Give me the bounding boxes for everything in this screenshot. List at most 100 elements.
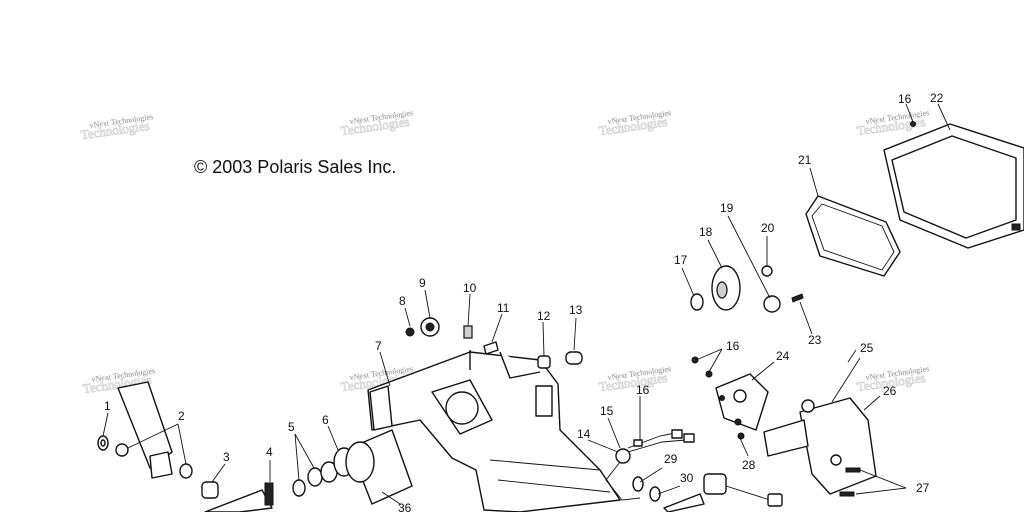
watermark: Technologies vNext Technologies (855, 108, 929, 138)
part-sleeve-end (345, 441, 375, 483)
watermark: Technologies vNext Technologies (79, 112, 153, 142)
part-cap (201, 481, 219, 499)
callout-14: 14 (577, 427, 591, 441)
part-washer-hole (100, 439, 106, 447)
leader-lines (102, 103, 951, 505)
callout-12: 12 (537, 309, 551, 323)
callout-21: 21 (798, 153, 812, 167)
part-bolt-head (405, 327, 415, 337)
callout-20: 20 (761, 221, 775, 235)
part-key (791, 293, 804, 303)
part-ring (179, 463, 193, 479)
part-gasket-inner (811, 203, 895, 271)
part-bushing (565, 351, 583, 365)
callout-5: 5 (288, 420, 295, 434)
part-bolt (845, 467, 861, 473)
part-motor-housing (799, 397, 877, 495)
part-screw (1011, 223, 1021, 231)
part-washer (292, 479, 306, 497)
part-frame-ear (535, 385, 553, 417)
part-roller-hub (425, 322, 435, 332)
part-nut (763, 295, 781, 313)
part-ring (115, 443, 129, 457)
callout-15: 15 (600, 404, 614, 418)
part-shaft-end (264, 482, 274, 506)
part-motor-cap (801, 399, 815, 413)
part-motor-shaft (763, 419, 809, 457)
callout-36: 36 (398, 501, 412, 512)
part-frame-edge (489, 459, 611, 493)
part-motor-port (830, 454, 842, 466)
part-screw (633, 439, 643, 447)
part-screw (910, 121, 916, 127)
part-switch (615, 448, 631, 464)
part-arm-bracket (117, 381, 173, 469)
part-screw (719, 395, 725, 401)
part-housing-inner (891, 135, 1017, 239)
part-spring (831, 357, 861, 403)
part-connector (683, 433, 695, 443)
watermark: Technologies vNext Technologies (597, 108, 671, 138)
callout-19: 19 (720, 201, 734, 215)
callout-4: 4 (266, 445, 273, 459)
part-wire (725, 485, 771, 501)
callout-28: 28 (742, 458, 756, 472)
part-washer (649, 486, 661, 502)
part-pulley-hub (716, 281, 728, 299)
part-frame-boss (369, 385, 393, 431)
callout-22: 22 (930, 91, 944, 105)
part-screw (705, 370, 713, 378)
part-bushing (537, 355, 551, 369)
callout-25: 25 (860, 341, 874, 355)
callout-7: 7 (375, 339, 382, 353)
part-washer (307, 467, 323, 487)
part-nut (761, 265, 773, 277)
callout-3: 3 (223, 450, 230, 464)
part-gasket (805, 195, 901, 277)
part-pin (483, 341, 499, 355)
callout-16: 16 (636, 383, 650, 397)
callout-16: 16 (898, 92, 912, 106)
callout-11: 11 (497, 301, 510, 315)
part-frame-bore (445, 391, 479, 425)
part-connector (671, 429, 683, 439)
callout-6: 6 (322, 413, 329, 427)
callout-27: 27 (916, 481, 930, 495)
callout-8: 8 (399, 294, 406, 308)
copyright-notice: © 2003 Polaris Sales Inc. (194, 157, 396, 177)
part-plug (767, 493, 783, 507)
callout-labels: 1 2 3 4 5 6 7 8 9 10 11 12 13 14 15 16 1… (104, 91, 944, 512)
callout-2: 2 (178, 409, 185, 423)
part-wire (627, 439, 687, 453)
part-shaft (204, 489, 273, 512)
callout-24: 24 (776, 349, 790, 363)
part-screw (734, 418, 742, 426)
part-sensor (703, 473, 727, 495)
callout-13: 13 (569, 303, 583, 317)
part-screw (737, 432, 745, 440)
part-grease-fitting (463, 325, 473, 339)
part-frame-rib (469, 350, 541, 379)
part-wire (605, 461, 641, 501)
watermark: Technologies vNext Technologies (339, 108, 413, 138)
callout-16: 16 (726, 339, 740, 353)
part-washer (690, 293, 704, 311)
part-washer (632, 476, 644, 492)
callout-30: 30 (680, 471, 694, 485)
callout-18: 18 (699, 225, 713, 239)
callout-1: 1 (104, 399, 111, 413)
part-bushing (149, 451, 173, 479)
callout-17: 17 (674, 253, 688, 267)
callout-29: 29 (664, 452, 678, 466)
callout-26: 26 (883, 384, 897, 398)
part-plate-hole (733, 389, 747, 403)
watermark-group: Technologies vNext Technologies Technolo… (79, 108, 929, 396)
callout-9: 9 (419, 276, 426, 290)
part-screw (691, 356, 699, 364)
part-rod (663, 493, 705, 512)
callout-23: 23 (808, 333, 822, 347)
part-bolt (839, 491, 855, 497)
callout-10: 10 (463, 281, 477, 295)
